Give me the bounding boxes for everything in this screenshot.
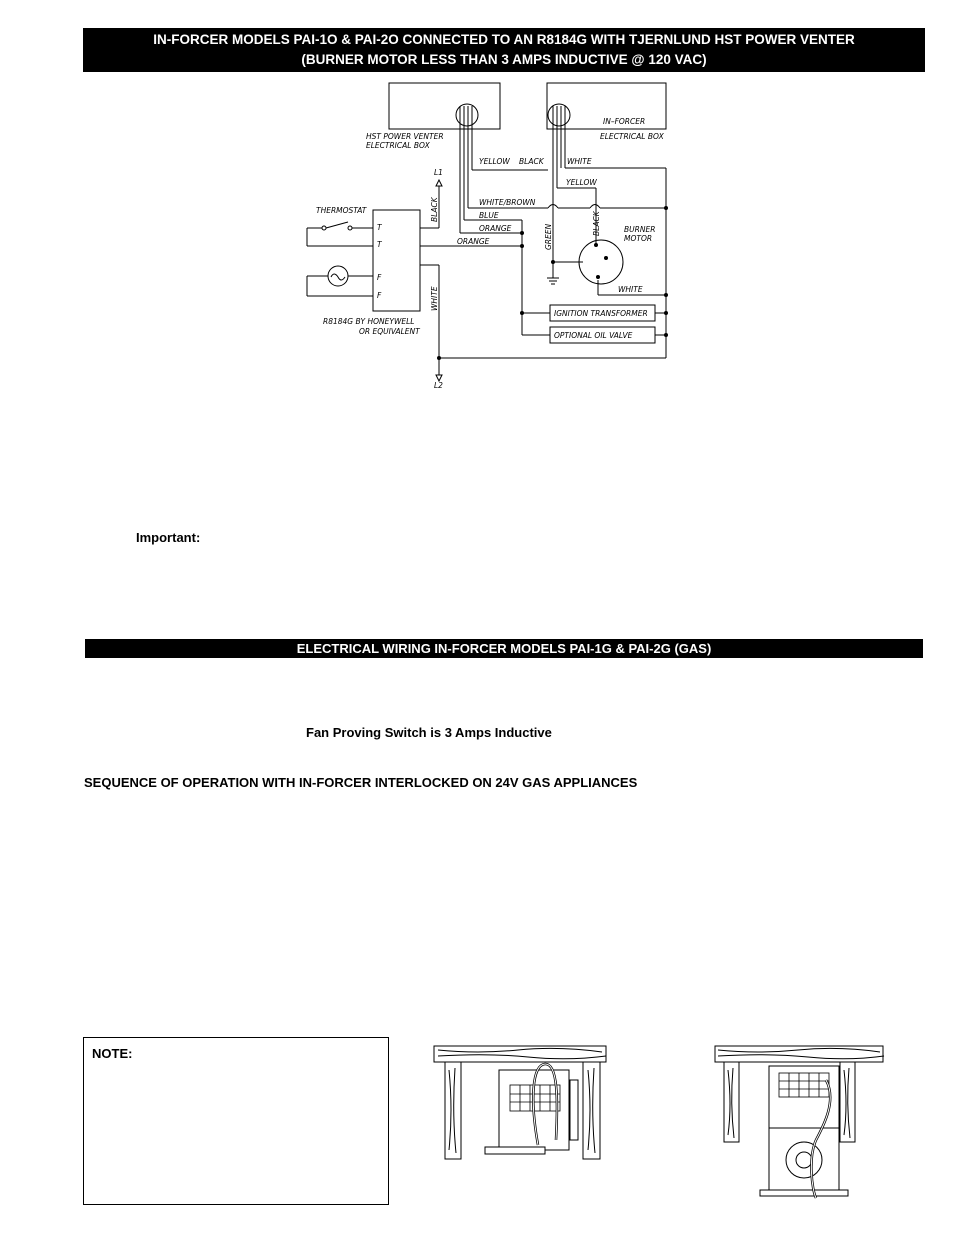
label-l1: L1 [434, 168, 443, 177]
label-black-vertical-2: BLACK [592, 210, 601, 236]
note-label: NOTE: [92, 1046, 133, 1061]
terminal-t2: T [377, 240, 383, 249]
label-white-motor: WHITE [618, 285, 643, 294]
label-burner-2: MOTOR [624, 234, 652, 243]
inforcer-connector [547, 103, 571, 127]
terminal-f2: F [377, 291, 382, 300]
label-r8184g-2: OR EQUIVALENT [359, 327, 421, 336]
wiring-diagram: HST POWER VENTER ELECTRICAL BOX IN–FORCE… [306, 82, 668, 390]
label-black: BLACK [519, 157, 545, 166]
label-blue: BLUE [479, 211, 499, 220]
label-yellow-2: YELLOW [566, 178, 597, 187]
label-burner-1: BURNER [624, 225, 655, 234]
label-oil-valve: OPTIONAL OIL VALVE [554, 331, 633, 340]
fan-housing [768, 1127, 840, 1193]
joist-beam-2 [714, 1045, 884, 1063]
label-ignition-transformer: IGNITION TRANSFORMER [554, 309, 648, 318]
label-white-brown: WHITE/BROWN [479, 198, 536, 207]
label-white: WHITE [567, 157, 592, 166]
oil-header-line2: (BURNER MOTOR LESS THAN 3 AMPS INDUCTIVE… [301, 52, 707, 67]
installation-illustration-1 [433, 1045, 607, 1160]
label-r8184g-1: R8184G BY HONEYWELL [323, 317, 414, 326]
fan-proving-note: Fan Proving Switch is 3 Amps Inductive [306, 725, 552, 740]
inforcer-label-2: ELECTRICAL BOX [600, 132, 665, 141]
label-white-vertical: WHITE [430, 286, 439, 311]
hst-label-2: ELECTRICAL BOX [366, 141, 431, 150]
oil-models-header: IN-FORCER MODELS PAI-1O & PAI-2O CONNECT… [83, 28, 925, 72]
inforcer-box [546, 82, 667, 130]
label-l2: L2 [434, 381, 443, 390]
hst-label-1: HST POWER VENTER [366, 132, 444, 141]
relay-box [372, 209, 421, 312]
inforcer-label-1: IN–FORCER [603, 117, 645, 126]
joist-beam [433, 1045, 607, 1063]
terminal-f1: F [377, 273, 382, 282]
hst-connector [455, 103, 479, 127]
label-yellow: YELLOW [479, 157, 510, 166]
note-box: NOTE: [83, 1037, 389, 1205]
right-joist [582, 1061, 601, 1160]
installation-illustration-2 [714, 1045, 885, 1199]
oil-header-line1: IN-FORCER MODELS PAI-1O & PAI-2O CONNECT… [153, 32, 855, 47]
label-green: GREEN [544, 223, 553, 250]
burner-motor [578, 239, 624, 285]
left-joist [444, 1061, 462, 1160]
gas-models-header: ELECTRICAL WIRING IN-FORCER MODELS PAI-1… [85, 639, 923, 658]
sequence-heading: SEQUENCE OF OPERATION WITH IN-FORCER INT… [84, 775, 638, 790]
terminal-t1: T [377, 223, 383, 232]
label-thermostat: THERMOSTAT [316, 206, 368, 215]
label-orange-2: ORANGE [457, 237, 490, 246]
hst-box [388, 82, 501, 130]
label-black-vertical: BLACK [430, 196, 439, 222]
label-orange: ORANGE [479, 224, 512, 233]
important-label: Important: [136, 530, 201, 545]
